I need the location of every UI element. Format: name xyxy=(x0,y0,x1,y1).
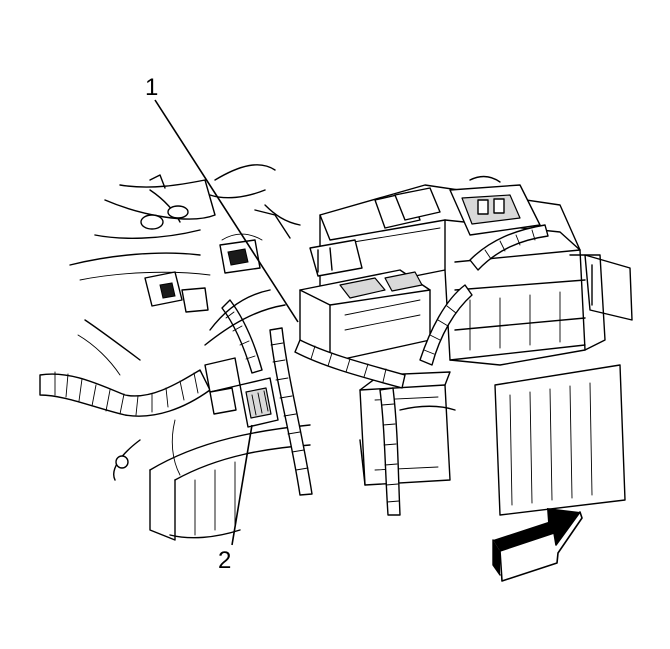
harness-connector-2 xyxy=(239,377,279,428)
lower-module xyxy=(359,371,451,486)
left-connectors xyxy=(144,239,261,415)
relay-center xyxy=(299,239,431,363)
callout-1-leader xyxy=(154,99,299,323)
harness-branches xyxy=(171,224,549,516)
upper-body-lines xyxy=(209,164,301,241)
front-direction-arrow-icon xyxy=(492,508,583,582)
underhood-fuse-block xyxy=(319,175,606,366)
callout-2-leader xyxy=(231,424,253,546)
callout-2-label: 2 xyxy=(218,547,231,574)
right-frame-structure xyxy=(494,254,633,516)
lower-frame-panel xyxy=(113,424,311,541)
callout-1: 1 xyxy=(145,74,299,323)
callout-2: 2 xyxy=(218,424,253,574)
callout-1-label: 1 xyxy=(145,74,158,101)
main-harness-conduit xyxy=(39,369,211,417)
left-fender-outline xyxy=(69,174,216,376)
